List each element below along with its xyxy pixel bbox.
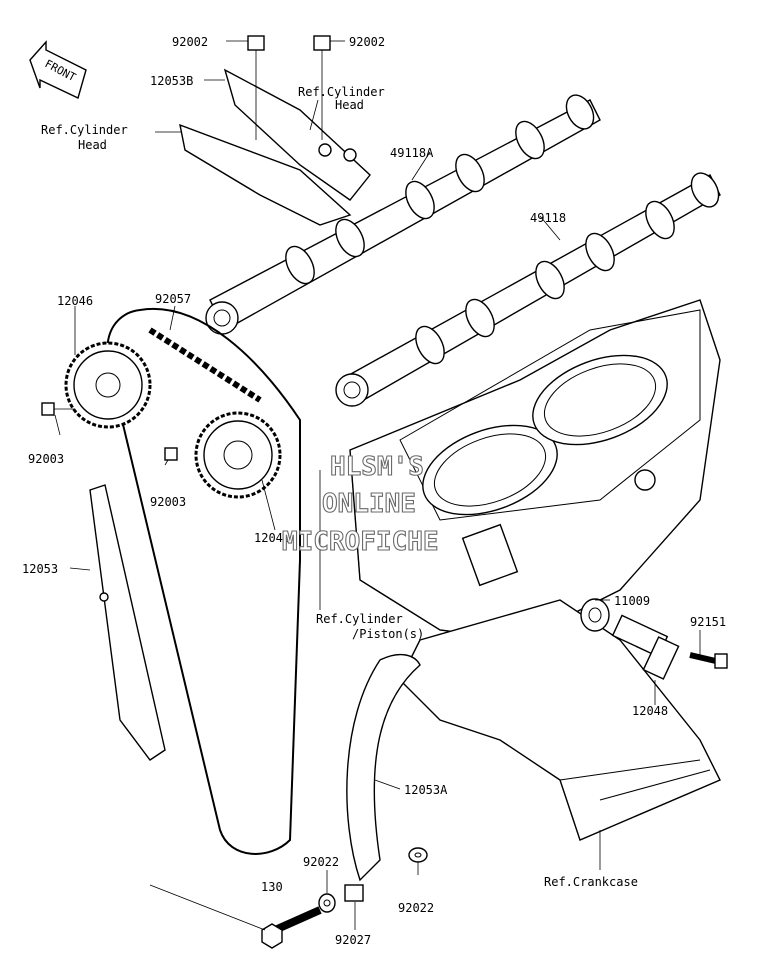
label-12053: 12053 [22, 562, 58, 576]
bolt-130-icon [261, 906, 322, 949]
label-92027: 92027 [335, 933, 371, 947]
gasket-11009-icon [580, 598, 610, 632]
label-ref-cyl-piston-2: /Piston(s) [352, 627, 424, 641]
label-49118: 49118 [530, 211, 566, 225]
sprocket-12046-bottom-icon [194, 411, 282, 499]
label-12053A: 12053A [404, 783, 448, 797]
label-49118A: 49118A [390, 146, 434, 160]
label-ref-crankcase: Ref.Crankcase [544, 875, 638, 889]
label-12053B: 12053B [150, 74, 193, 88]
chain-guide-12053A [346, 653, 421, 882]
washer-92022-left-icon [318, 893, 336, 913]
label-92022-left: 92022 [303, 855, 339, 869]
collar-92027-icon [344, 884, 364, 902]
label-ref-head-left-2: Head [78, 138, 107, 152]
leader-lines [54, 40, 701, 931]
bolt-92003-left-icon [41, 402, 75, 416]
cam-chain-92057 [106, 307, 301, 855]
bolt-92002-right-icon [313, 35, 331, 140]
watermark-line2: ONLINE [322, 489, 416, 519]
watermark-line3: MICROFICHE [282, 527, 439, 557]
label-130: 130 [261, 880, 283, 894]
cylinder-block [349, 299, 721, 641]
label-92003-mid: 92003 [150, 495, 186, 509]
label-12046-bottom: 12046 [254, 531, 290, 545]
washer-92022-right-icon [408, 847, 428, 863]
label-ref-cyl-piston-1: Ref.Cylinder [316, 612, 403, 626]
sprocket-12046-top-icon [64, 341, 152, 429]
label-ref-head-right-2: Head [335, 98, 364, 112]
label-92002-right: 92002 [349, 35, 385, 49]
label-12046-top: 12046 [57, 294, 93, 308]
chain-guide-12053 [89, 484, 166, 761]
watermark: HLSM'S ONLINE MICROFICHE [281, 451, 439, 557]
bolt-92151-icon [689, 652, 728, 669]
cam-cap-12053B [223, 68, 371, 201]
camshaft-49118 [335, 172, 721, 407]
label-92057: 92057 [155, 292, 191, 306]
crankcase [399, 599, 721, 841]
label-12048: 12048 [632, 704, 668, 718]
label-11009: 11009 [614, 594, 650, 608]
watermark-line1: HLSM'S [330, 452, 424, 482]
callout-labels: 92002 92002 12053B Ref.Cylinder Head Ref… [22, 35, 726, 947]
label-92003-left: 92003 [28, 452, 64, 466]
label-92022-right: 92022 [398, 901, 434, 915]
camshaft-49118A [205, 94, 601, 335]
label-ref-head-right-1: Ref.Cylinder [298, 85, 385, 99]
label-ref-head-left-1: Ref.Cylinder [41, 123, 128, 137]
tensioner-12048-icon [611, 614, 680, 680]
bolt-92003-mid-icon [164, 447, 178, 461]
label-92151: 92151 [690, 615, 726, 629]
bolt-92002-left-icon [247, 35, 265, 140]
label-92002-left: 92002 [172, 35, 208, 49]
cam-cap-left [179, 123, 352, 226]
front-arrow-icon: FRONT [29, 40, 87, 99]
